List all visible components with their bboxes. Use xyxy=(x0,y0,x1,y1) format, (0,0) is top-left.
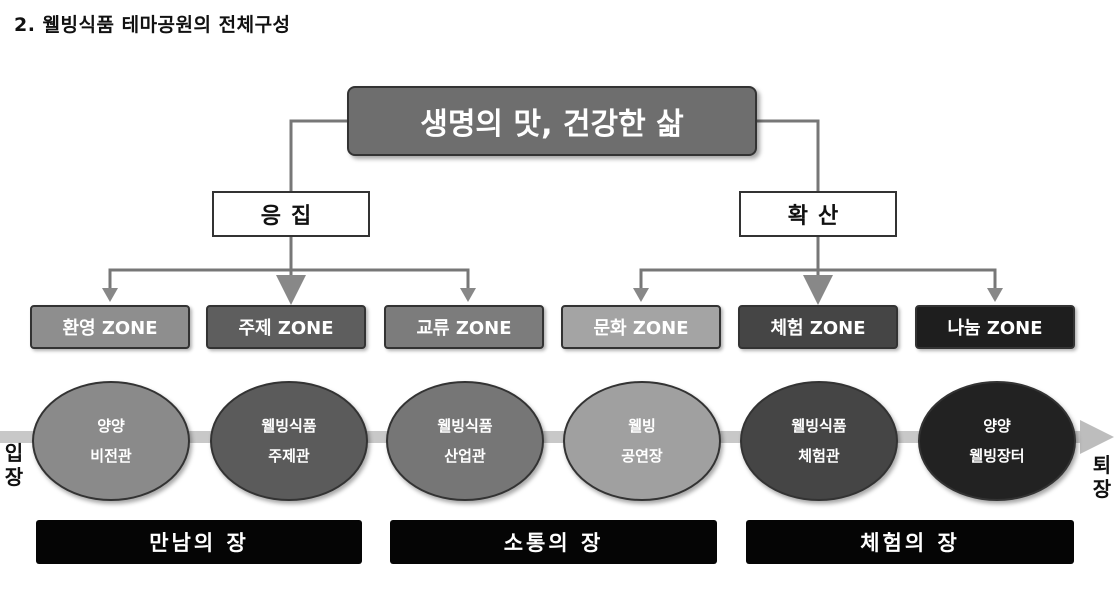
branch-box-cohesion: 응집 xyxy=(212,191,370,237)
page-title: 2. 웰빙식품 테마공원의 전체구성 xyxy=(14,14,291,36)
facility-line2: 산업관 xyxy=(444,447,486,465)
zone-sharing: 나눔 ZONE xyxy=(915,305,1075,349)
facility-circle-2: 웰빙식품 주제관 xyxy=(210,381,368,501)
facility-line1: 웰빙 xyxy=(628,417,656,435)
connector-top-right xyxy=(757,119,820,191)
facility-line1: 웰빙식품 xyxy=(791,417,847,435)
connector-right-bar xyxy=(639,268,997,292)
place-experience: 체험의 장 xyxy=(746,520,1074,564)
facility-line2: 비전관 xyxy=(90,447,132,465)
place-communication: 소통의 장 xyxy=(390,520,717,564)
connector-left-bar xyxy=(108,268,470,292)
flow-arrowhead xyxy=(1080,420,1114,454)
arrow-zone-6 xyxy=(987,288,1003,302)
facility-circle-3: 웰빙식품 산업관 xyxy=(386,381,544,501)
entrance-label: 입장 xyxy=(4,441,24,489)
facility-circle-6: 양양 웰빙장터 xyxy=(918,381,1076,501)
facility-circle-5: 웰빙식품 체험관 xyxy=(740,381,898,501)
facility-line2: 체험관 xyxy=(798,447,840,465)
arrow-zone-1 xyxy=(102,288,118,302)
facility-circle-4: 웰빙 공연장 xyxy=(563,381,721,501)
facility-line2: 주제관 xyxy=(268,447,310,465)
zone-exchange: 교류 ZONE xyxy=(384,305,544,349)
place-meeting: 만남의 장 xyxy=(36,520,362,564)
facility-line2: 웰빙장터 xyxy=(969,447,1025,465)
connector-top-left xyxy=(289,119,347,191)
branch-box-expansion: 확산 xyxy=(739,191,897,237)
facility-line1: 양양 xyxy=(97,417,125,435)
top-concept-box: 생명의 맛, 건강한 삶 xyxy=(347,86,757,156)
zone-theme: 주제 ZONE xyxy=(206,305,366,349)
facility-line1: 양양 xyxy=(983,417,1011,435)
facility-line2: 공연장 xyxy=(621,447,663,465)
facility-line1: 웰빙식품 xyxy=(261,417,317,435)
exit-label: 퇴장 xyxy=(1092,453,1112,501)
arrow-zone-4 xyxy=(633,288,649,302)
zone-experience: 체험 ZONE xyxy=(738,305,898,349)
zone-culture: 문화 ZONE xyxy=(561,305,721,349)
facility-circle-1: 양양 비전관 xyxy=(32,381,190,501)
arrow-zone-3 xyxy=(460,288,476,302)
facility-line1: 웰빙식품 xyxy=(437,417,493,435)
zone-welcome: 환영 ZONE xyxy=(30,305,190,349)
